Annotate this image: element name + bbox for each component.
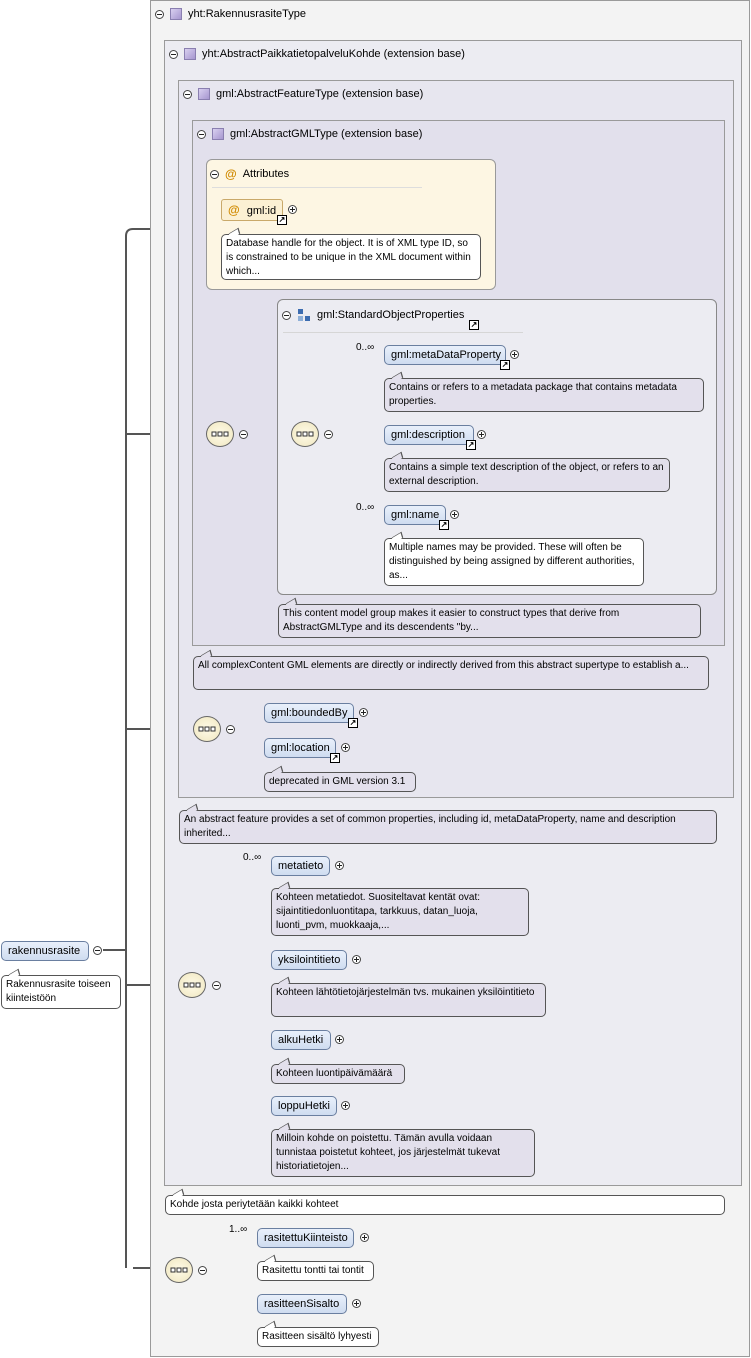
element-description[interactable]: gml:description xyxy=(384,425,474,445)
collapse-icon[interactable] xyxy=(197,129,206,139)
sequence-compositor[interactable] xyxy=(206,421,234,447)
base-header-paikkatieto: yht:AbstractPaikkatietopalveluKohde (ext… xyxy=(169,48,465,60)
sequence-compositor[interactable] xyxy=(193,716,221,742)
expand-icon[interactable] xyxy=(359,708,368,717)
collapse-icon[interactable] xyxy=(93,946,102,955)
occurrence-label: 0..∞ xyxy=(356,502,375,513)
expand-icon[interactable] xyxy=(360,1233,369,1242)
expand-icon[interactable] xyxy=(477,430,486,439)
collapse-icon[interactable] xyxy=(198,1266,207,1275)
annotation-location: deprecated in GML version 3.1 xyxy=(264,772,416,792)
attributes-label: Attributes xyxy=(242,168,290,180)
sequence-compositor[interactable] xyxy=(178,972,206,998)
collapse-icon[interactable] xyxy=(226,725,235,734)
element-name[interactable]: gml:name xyxy=(384,505,446,525)
sequence-compositor[interactable] xyxy=(291,421,319,447)
expand-icon[interactable] xyxy=(510,350,519,359)
element-loppuhetki[interactable]: loppuHetki xyxy=(271,1096,337,1116)
element-yksilointitieto[interactable]: yksilointitieto xyxy=(271,950,347,970)
collapse-icon[interactable] xyxy=(183,89,192,99)
link-arrow-icon[interactable]: ↗ xyxy=(348,718,358,728)
annotation-group: This content model group makes it easier… xyxy=(278,604,701,638)
collapse-icon[interactable] xyxy=(212,981,221,990)
collapse-icon[interactable] xyxy=(169,49,178,59)
group-icon xyxy=(298,309,310,321)
occurrence-label: 1..∞ xyxy=(229,1224,248,1235)
element-boundedby[interactable]: gml:boundedBy xyxy=(264,703,354,723)
expand-icon[interactable] xyxy=(288,205,297,214)
annotation-rakennusrasite: Rakennusrasite toiseen kiinteistöön xyxy=(1,975,121,1009)
base-label: gml:AbstractGMLType (extension base) xyxy=(230,128,423,140)
element-location[interactable]: gml:location xyxy=(264,738,336,758)
expand-icon[interactable] xyxy=(335,1035,344,1044)
element-rasitettukiinteisto[interactable]: rasitettuKiinteisto xyxy=(257,1228,354,1248)
attribute-gml-id[interactable]: @ gml:id xyxy=(221,199,283,221)
collapse-icon[interactable] xyxy=(282,310,291,320)
expand-icon[interactable] xyxy=(450,510,459,519)
annotation-alkuhetki: Kohteen luontipäivämäärä xyxy=(271,1064,405,1084)
attribute-icon: @ xyxy=(225,167,237,181)
link-arrow-icon[interactable]: ↗ xyxy=(466,440,476,450)
link-arrow-icon[interactable]: ↗ xyxy=(469,320,479,330)
link-arrow-icon[interactable]: ↗ xyxy=(330,753,340,763)
occurrence-label: 0..∞ xyxy=(356,342,375,353)
annotation-yksilointitieto: Kohteen lähtötietojärjestelmän tvs. muka… xyxy=(271,983,546,1017)
collapse-icon[interactable] xyxy=(210,169,219,179)
group-label: gml:StandardObjectProperties xyxy=(317,309,465,321)
annotation-metadataproperty: Contains or refers to a metadata package… xyxy=(384,378,704,412)
annotation-loppuhetki: Milloin kohde on poistettu. Tämän avulla… xyxy=(271,1129,535,1177)
link-arrow-icon[interactable]: ↗ xyxy=(500,360,510,370)
base-header-feature: gml:AbstractFeatureType (extension base) xyxy=(183,88,423,100)
base-label: gml:AbstractFeatureType (extension base) xyxy=(216,88,424,100)
type-header-root: yht:RakennusrasiteType xyxy=(155,8,306,20)
occurrence-label: 0..∞ xyxy=(243,852,262,863)
expand-icon[interactable] xyxy=(335,861,344,870)
base-label: yht:AbstractPaikkatietopalveluKohde (ext… xyxy=(202,48,465,60)
element-alkuhetki[interactable]: alkuHetki xyxy=(271,1030,331,1050)
sequence-compositor[interactable] xyxy=(165,1257,193,1283)
element-metatieto[interactable]: metatieto xyxy=(271,856,330,876)
complex-type-icon xyxy=(212,128,224,140)
annotation-rasitteensisalto: Rasitteen sisältö lyhyesti xyxy=(257,1327,379,1347)
expand-icon[interactable] xyxy=(341,1101,350,1110)
annotation-rasitettukiinteisto: Rasitettu tontti tai tontit xyxy=(257,1261,374,1281)
attribute-icon: @ xyxy=(228,203,240,217)
divider xyxy=(212,187,422,188)
type-label: yht:RakennusrasiteType xyxy=(188,8,307,20)
element-rasitteensisalto[interactable]: rasitteenSisalto xyxy=(257,1294,347,1314)
element-metadataproperty[interactable]: gml:metaDataProperty xyxy=(384,345,506,365)
link-arrow-icon[interactable]: ↗ xyxy=(439,520,449,530)
collapse-icon[interactable] xyxy=(324,430,333,439)
complex-type-icon xyxy=(198,88,210,100)
annotation-gml-id: Database handle for the object. It is of… xyxy=(221,234,481,280)
expand-icon[interactable] xyxy=(352,955,361,964)
complex-type-icon xyxy=(170,8,182,20)
attributes-header: @ Attributes xyxy=(210,167,289,181)
expand-icon[interactable] xyxy=(352,1299,361,1308)
annotation-kohde: Kohde josta periytetään kaikki kohteet xyxy=(165,1195,725,1215)
annotation-gml-type: All complexContent GML elements are dire… xyxy=(193,656,709,690)
annotation-name: Multiple names may be provided. These wi… xyxy=(384,538,644,586)
annotation-description: Contains a simple text description of th… xyxy=(384,458,670,492)
element-rakennusrasite[interactable]: rakennusrasite xyxy=(1,941,89,961)
divider xyxy=(283,332,523,333)
group-header: gml:StandardObjectProperties xyxy=(282,308,464,322)
base-header-gml: gml:AbstractGMLType (extension base) xyxy=(197,128,422,140)
complex-type-icon xyxy=(184,48,196,60)
link-arrow-icon[interactable]: ↗ xyxy=(277,215,287,225)
expand-icon[interactable] xyxy=(341,743,350,752)
annotation-feature: An abstract feature provides a set of co… xyxy=(179,810,717,844)
annotation-metatieto: Kohteen metatiedot. Suositeltavat kentät… xyxy=(271,888,529,936)
collapse-icon[interactable] xyxy=(155,9,164,19)
attribute-name: gml:id xyxy=(246,205,277,217)
collapse-icon[interactable] xyxy=(239,430,248,439)
